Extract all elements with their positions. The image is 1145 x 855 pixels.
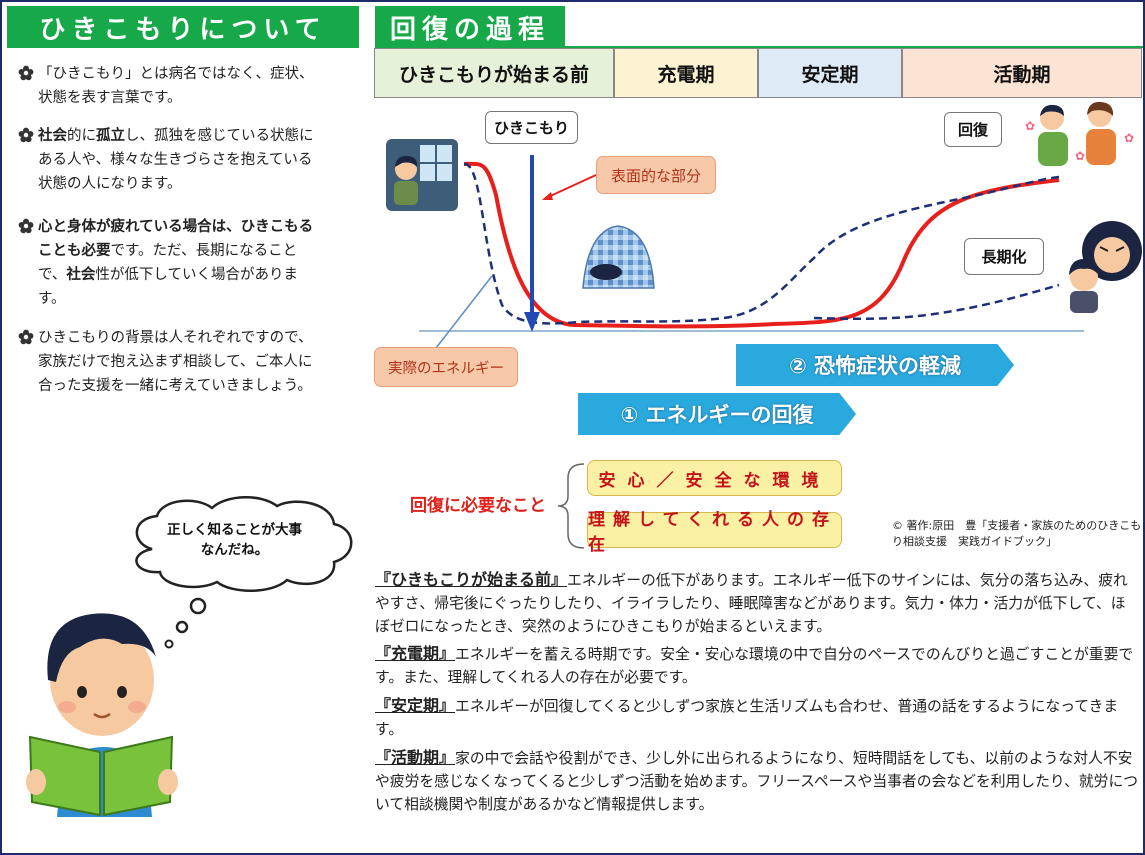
actual-energy-upper-curve [463,162,1060,325]
bullet-2: 社会的に孤立し、孤独を感じている状態にある人や、様々な生きづらさを抱えている状態… [18,124,318,196]
section-title: 『安定期』 [375,696,456,715]
arrow-fear-reduction: ② 恐怖症状の軽減 [736,344,1014,386]
surface-pointer-head [542,192,553,200]
onset-arrow-head [524,312,540,332]
surface-curve [463,161,1060,329]
arrow-energy-recovery: ① エネルギーの回復 [578,393,856,435]
section-text: エネルギーの低下があります。エネルギー低下のサインには、気分の落ち込み、疲れやす… [375,572,1128,635]
energy-curves [419,155,1084,349]
reading-boy-illustration [26,613,178,817]
label-hikikomori: ひきこもり [485,111,578,144]
bullet-fragment: し、孤独を感じている状態にある人や、様々な生きづらさを抱えている状態の人になりま… [38,128,314,192]
bullet-text: 心と身体が疲れている場合は、ひきこもることも必要です。ただ、長期になることで、社… [38,215,318,311]
bullet-bold-fragment: 孤立 [96,128,125,144]
flower-bullet-icon [18,65,34,81]
section-text: エネルギーが回復してくると少しずつ家族と生活リズムも合わせ、普通の話をするように… [375,698,1119,738]
copyright-note: © 著作:原田 豊「支援者・家族のためのひきこもり相談支援 実践ガイドブック」 [892,519,1142,548]
condition-understanding-person: 理解してくれる人の存在 [587,510,842,555]
bullet-bold-fragment: 心と身体が疲れている場合は、ひきこもることも必要 [38,219,314,259]
bullet-4: ひきこもりの背景は人それぞれですので、家族だけで抱え込まず相談して、ご本人に合っ… [18,326,318,398]
section-active: 『活動期』家の中で会話や役割ができ、少し外に出られるようになり、短時間話をしても… [375,746,1140,816]
section-title: 『活動期』 [375,748,456,767]
bullet-1: 「ひきこもり」とは病名ではなく、症状、状態を表す言葉です。 [18,62,318,110]
thought-bubble [135,496,353,649]
phase-before: ひきこもりが始まる前 [374,48,614,98]
bullet-bold-fragment: 社会 [66,267,96,283]
bullet-text: 社会的に孤立し、孤独を感じている状態にある人や、様々な生きづらさを抱えている状態… [38,124,318,196]
svg-text:✿: ✿ [1025,119,1035,133]
bullet-bold-fragment: 社会 [38,128,67,144]
bullet-fragment: 的に [67,128,96,144]
needed-label: 回復に必要なこと [410,496,546,516]
kotatsu-illustration [582,225,655,289]
recovery-title: 回復の過程 [375,6,565,48]
svg-text:✿: ✿ [1124,131,1134,145]
section-stable: 『安定期』エネルギーが回復してくると少しずつ家族と生活リズムも合わせ、普通の話を… [375,694,1140,741]
flower-bullet-icon [18,329,34,345]
actual-energy-prolonged-curve [813,283,1060,321]
bullet-fragment: 性が低下していく場合があります。 [38,267,298,307]
bullet-3: 心と身体が疲れている場合は、ひきこもることも必要です。ただ、長期になることで、社… [18,215,318,311]
about-title: ひきこもりについて [7,6,359,48]
boy-at-window-illustration [386,139,458,211]
bullet-fragment: です。ただ、長期になることで、 [38,243,298,283]
section-before: 『ひきもこりが始まる前』エネルギーの低下があります。エネルギー低下のサインには、… [375,568,1140,638]
bullet-text: ひきこもりの背景は人それぞれですので、家族だけで抱え込まず相談して、ご本人に合っ… [38,326,318,398]
title-rule [565,46,1143,48]
phase-active: 活動期 [902,48,1142,98]
recovered-people-illustration: ✿ ✿ ✿ [1025,101,1134,166]
section-charging: 『充電期』エネルギーを蓄える時期です。安全・安心な環境の中で自分のペースでのんび… [375,642,1140,689]
flower-bullet-icon [18,127,34,143]
bullet-text: 「ひきこもり」とは病名ではなく、症状、状態を表す言葉です。 [38,62,318,110]
bullet-fragment: 「ひきこもり」とは病名ではなく、症状、状態を表す言葉です。 [38,66,314,106]
label-actual-energy: 実際のエネルギー [374,347,518,387]
label-prolonged: 長期化 [964,238,1044,275]
condition-safe-environment: 安心／安全な環境 [587,460,842,496]
bullet-fragment: ひきこもりの背景は人それぞれですので、家族だけで抱え込まず相談して、ご本人に合っ… [38,330,313,394]
phase-charging: 充電期 [614,48,758,98]
phase-stable: 安定期 [758,48,902,98]
section-text: エネルギーを蓄える時期です。安全・安心な環境の中で自分のペースでのんびりと過ごす… [375,646,1134,686]
section-text: 家の中で会話や役割ができ、少し外に出られるようになり、短時間話をしても、以前のよ… [375,750,1139,813]
actual-pointer [435,275,493,349]
label-surface: 表面的な部分 [596,156,716,194]
section-title: 『ひきもこりが始まる前』 [375,570,568,589]
flower-bullet-icon [18,218,34,234]
section-title: 『充電期』 [375,644,456,663]
label-recovery: 回復 [944,112,1002,147]
svg-text:✿: ✿ [1075,149,1085,163]
surface-pointer [545,174,597,199]
needed-brace [557,463,585,549]
thought-text: 正しく知ることが大事なんだね。 [167,522,302,558]
distressed-people-illustration [1069,221,1142,313]
